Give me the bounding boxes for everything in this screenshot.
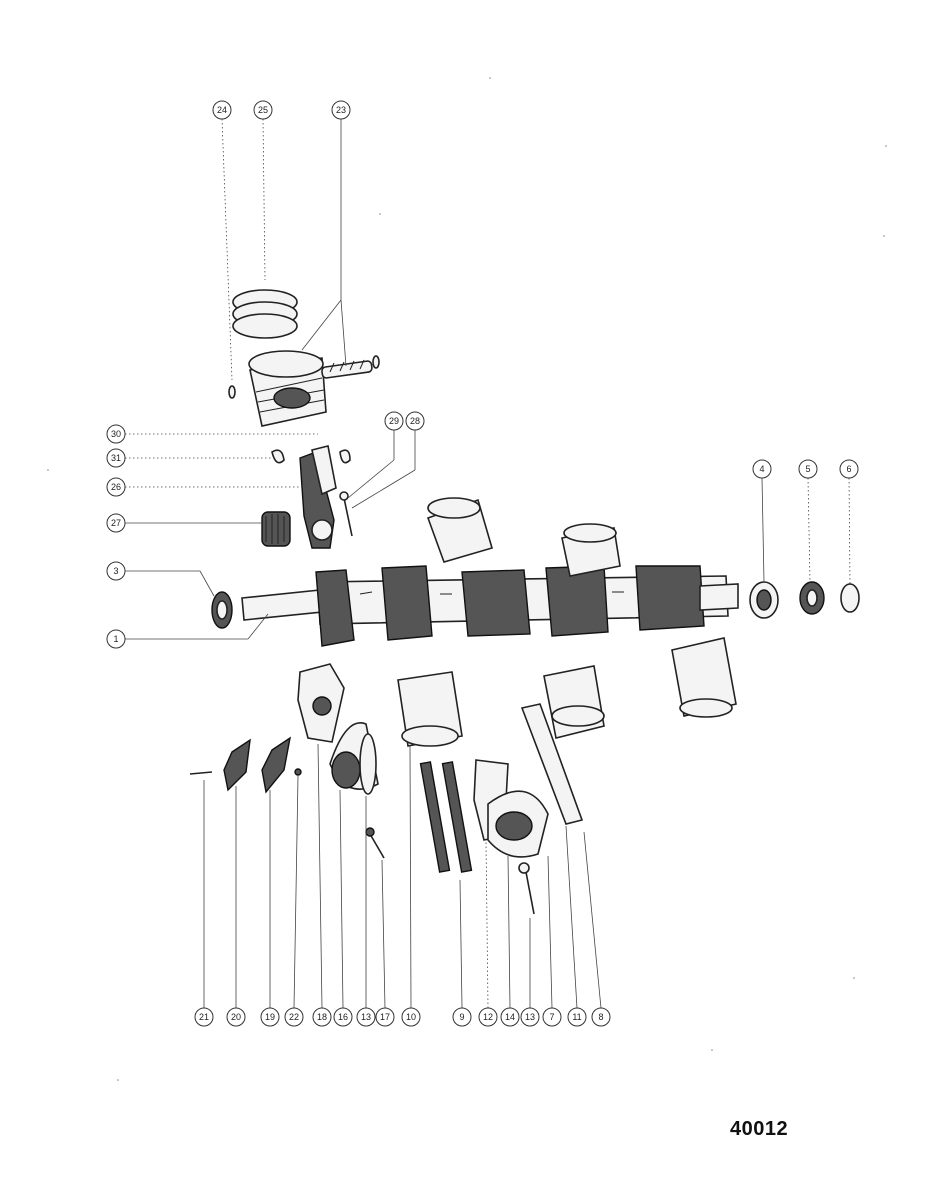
roller-strip-a xyxy=(419,761,451,873)
callout-25: 25 xyxy=(253,100,273,120)
callout-20: 20 xyxy=(226,1007,246,1027)
svg-text:13: 13 xyxy=(361,1012,371,1022)
oil-seal xyxy=(799,581,825,615)
callout-29: 29 xyxy=(384,411,404,431)
callout-21: 21 xyxy=(194,1007,214,1027)
callout-11: 11 xyxy=(567,1007,587,1027)
callout-27: 27 xyxy=(106,513,126,533)
callout-6: 6 xyxy=(839,459,859,479)
roller-strip-b xyxy=(441,761,473,873)
callout-4: 4 xyxy=(752,459,772,479)
svg-text:23: 23 xyxy=(336,105,346,115)
retainer-ring xyxy=(359,733,377,795)
screw-21 xyxy=(189,771,213,775)
small-washer xyxy=(294,768,302,776)
callout-1: 1 xyxy=(106,629,126,649)
svg-text:7: 7 xyxy=(549,1012,554,1022)
svg-text:22: 22 xyxy=(289,1012,299,1022)
crank-piston-right xyxy=(671,637,737,718)
callout-3: 3 xyxy=(106,561,126,581)
lower-end-bearing xyxy=(749,581,779,619)
svg-text:20: 20 xyxy=(231,1012,241,1022)
callout-13-left: 13 xyxy=(356,1007,376,1027)
callout-22: 22 xyxy=(284,1007,304,1027)
reed-plate-right xyxy=(261,736,291,794)
svg-text:6: 6 xyxy=(846,464,851,474)
svg-text:1: 1 xyxy=(113,634,118,644)
piston-rings xyxy=(232,289,298,339)
svg-text:18: 18 xyxy=(317,1012,327,1022)
svg-text:28: 28 xyxy=(410,416,420,426)
leader-lines xyxy=(125,118,851,1009)
main-bearing-half xyxy=(487,790,549,858)
svg-text:14: 14 xyxy=(505,1012,515,1022)
callout-13-right: 13 xyxy=(520,1007,540,1027)
callout-12: 12 xyxy=(478,1007,498,1027)
crank-piston-upper xyxy=(426,497,493,563)
svg-text:21: 21 xyxy=(199,1012,209,1022)
connecting-rod xyxy=(299,445,337,549)
crank-piston-lower xyxy=(543,665,605,739)
rod-cap-screw xyxy=(339,491,353,537)
scan-specks xyxy=(47,77,887,1081)
callout-9: 9 xyxy=(452,1007,472,1027)
svg-text:27: 27 xyxy=(111,518,121,528)
callout-30: 30 xyxy=(106,424,126,444)
callout-16: 16 xyxy=(333,1007,353,1027)
reed-plate-left xyxy=(223,738,251,792)
callout-31: 31 xyxy=(106,448,126,468)
pin-lock-ring xyxy=(228,355,380,399)
svg-text:29: 29 xyxy=(389,416,399,426)
crank-piston-lower-left xyxy=(397,671,463,747)
callout-23: 23 xyxy=(331,100,351,120)
svg-text:4: 4 xyxy=(759,464,764,474)
piston-pin xyxy=(321,359,373,379)
main-bearing-cage xyxy=(297,663,345,743)
svg-text:5: 5 xyxy=(805,464,810,474)
rod-slanted xyxy=(520,703,584,825)
upper-end-bearing xyxy=(211,591,233,629)
crankshaft xyxy=(241,565,739,647)
piston xyxy=(248,350,327,427)
svg-text:9: 9 xyxy=(459,1012,464,1022)
svg-text:19: 19 xyxy=(265,1012,275,1022)
callout-7: 7 xyxy=(542,1007,562,1027)
svg-text:8: 8 xyxy=(598,1012,603,1022)
callout-28: 28 xyxy=(405,411,425,431)
o-ring xyxy=(840,583,860,613)
figure-number: 40012 xyxy=(730,1118,789,1140)
callout-10: 10 xyxy=(401,1007,421,1027)
svg-text:11: 11 xyxy=(572,1012,581,1022)
callout-5: 5 xyxy=(798,459,818,479)
svg-text:13: 13 xyxy=(525,1012,535,1022)
svg-text:24: 24 xyxy=(217,105,227,115)
callout-17: 17 xyxy=(375,1007,395,1027)
rod-bearing-rollers xyxy=(261,511,291,547)
svg-text:3: 3 xyxy=(113,566,118,576)
svg-text:10: 10 xyxy=(406,1012,416,1022)
svg-text:16: 16 xyxy=(338,1012,348,1022)
svg-text:17: 17 xyxy=(380,1012,390,1022)
small-bolt xyxy=(365,827,385,859)
callout-19: 19 xyxy=(260,1007,280,1027)
svg-text:12: 12 xyxy=(483,1012,493,1022)
bearing-screw xyxy=(518,862,535,915)
callout-24: 24 xyxy=(212,100,232,120)
callout-18: 18 xyxy=(312,1007,332,1027)
crank-piston-upper-right xyxy=(561,523,621,577)
callout-8: 8 xyxy=(591,1007,611,1027)
svg-text:31: 31 xyxy=(111,453,121,463)
svg-text:25: 25 xyxy=(258,105,268,115)
svg-text:26: 26 xyxy=(111,482,121,492)
svg-text:30: 30 xyxy=(111,429,121,439)
rod-cage-halves xyxy=(271,449,351,464)
callout-26: 26 xyxy=(106,477,126,497)
callout-14: 14 xyxy=(500,1007,520,1027)
